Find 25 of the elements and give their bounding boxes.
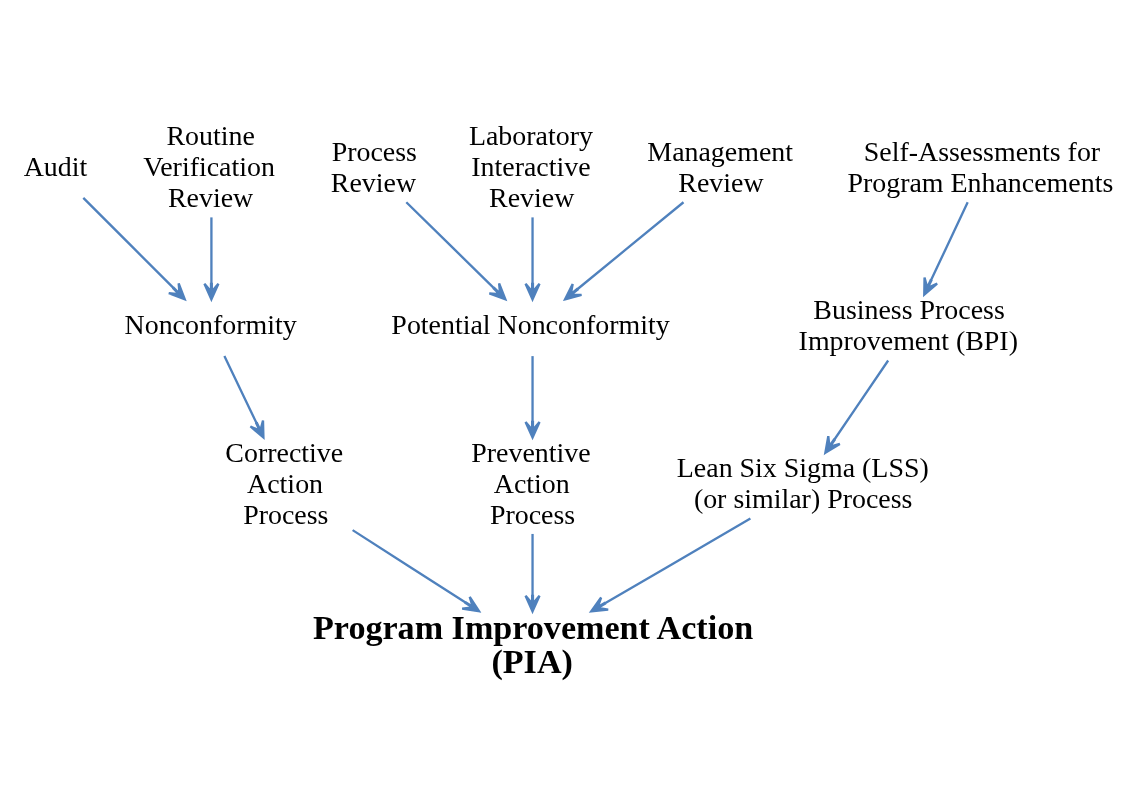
arrow <box>352 528 481 612</box>
node-text: Laboratory Interactive Review <box>468 119 593 213</box>
node-text: Self-Assessments for Program Enhancements <box>847 135 1114 198</box>
arrow <box>824 359 890 454</box>
arrow <box>405 200 507 300</box>
node-text: Lean Six Sigma (LSS) (or similar) Process <box>676 451 929 514</box>
node-text: Preventive Action Process <box>471 436 591 530</box>
arrow <box>590 517 751 612</box>
node-text: Process Review <box>330 135 417 198</box>
node-text: Audit <box>23 150 88 182</box>
arrow <box>563 200 685 300</box>
arrow <box>203 216 220 300</box>
node-text: Program Improvement Action (PIA) <box>313 608 754 680</box>
arrow <box>923 201 969 296</box>
node-text: Potential Nonconformity <box>391 308 670 340</box>
arrow <box>524 355 541 439</box>
arrow <box>223 355 265 439</box>
arrow <box>524 533 541 612</box>
node-text: Nonconformity <box>124 308 297 340</box>
node-text: Business Process Improvement (BPI) <box>798 293 1018 356</box>
node-text: Routine Verification Review <box>143 119 275 213</box>
node-text: Corrective Action Process <box>225 436 344 530</box>
node-text: Management Review <box>647 135 794 198</box>
arrow <box>524 216 541 300</box>
arrow <box>82 196 186 300</box>
